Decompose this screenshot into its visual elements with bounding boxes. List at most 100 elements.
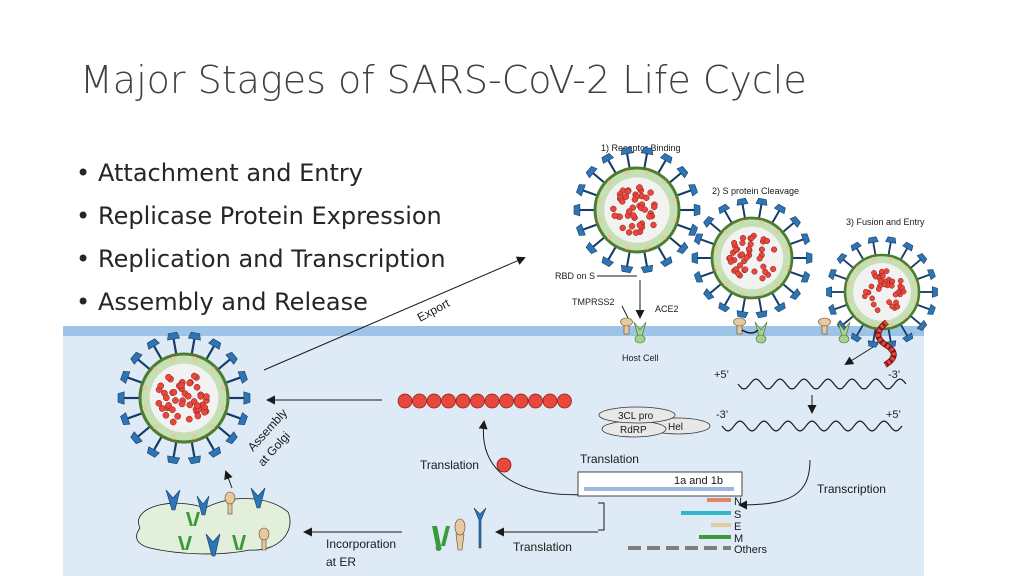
spike-head xyxy=(130,351,143,365)
spike-stalk xyxy=(205,435,215,451)
genome-bead xyxy=(630,212,637,219)
spike-stalk xyxy=(216,425,231,438)
spike-head xyxy=(789,216,801,228)
host-cell-label: Host Cell xyxy=(622,353,659,363)
genome-bead xyxy=(762,268,769,275)
envelope-protein xyxy=(740,291,745,296)
spike-stalk xyxy=(834,273,848,281)
genome-bead xyxy=(894,303,901,310)
spike-head xyxy=(120,412,131,425)
spike-head xyxy=(243,391,251,405)
step-s-cleavage: 2) S protein Cleavage xyxy=(712,186,799,196)
genome-bead xyxy=(646,213,653,220)
genomic-rna-positive xyxy=(737,378,907,390)
envelope-protein xyxy=(220,406,226,411)
spike-head xyxy=(755,197,768,206)
ace2-receptor-3 xyxy=(837,321,851,344)
spike-head xyxy=(659,153,673,164)
envelope-protein xyxy=(644,170,650,175)
spike-stalk xyxy=(887,242,892,256)
gene-n-bar xyxy=(707,498,731,502)
spike-stalk xyxy=(842,315,855,326)
spike-stalk xyxy=(856,323,865,337)
gene-s-label: S xyxy=(734,509,741,521)
transcription-label: Transcription xyxy=(817,482,886,496)
structural-proteins xyxy=(432,507,487,551)
spike-head xyxy=(659,256,673,267)
spike-stalk xyxy=(172,338,178,355)
translation-arrow xyxy=(478,420,597,496)
genome-bead xyxy=(641,206,648,213)
spike-head xyxy=(601,153,615,164)
spike-head xyxy=(573,203,581,217)
spike-head xyxy=(208,338,222,350)
gene-e-bar xyxy=(711,523,731,527)
hel-label: Hel xyxy=(668,422,683,433)
spike-head xyxy=(640,146,654,156)
spike-head xyxy=(117,391,125,405)
genome-bead xyxy=(900,288,907,295)
arrows xyxy=(224,256,879,537)
s-protein-icon xyxy=(473,507,487,549)
genome-bead xyxy=(868,283,875,290)
genome-bead xyxy=(191,372,198,380)
spike-head xyxy=(146,446,160,458)
genome-bead xyxy=(886,299,892,305)
genome-bead xyxy=(756,255,763,262)
genome-bead xyxy=(888,282,895,289)
genome-bead xyxy=(763,237,771,244)
genome-bead xyxy=(874,307,881,313)
spike-stalk xyxy=(216,358,231,371)
genome-bead xyxy=(158,405,166,412)
spike-stalk xyxy=(709,282,723,294)
spike-stalk xyxy=(771,210,781,224)
genome-bead xyxy=(170,388,178,396)
genome-bead xyxy=(157,382,165,390)
spike-head xyxy=(800,233,811,246)
genome-bead xyxy=(632,229,640,236)
spike-head xyxy=(916,253,928,265)
envelope-protein xyxy=(192,356,197,362)
envelope-protein xyxy=(192,434,197,440)
spike-stalk xyxy=(127,412,144,420)
polyprotein-bead xyxy=(426,393,442,409)
spike-stalk xyxy=(626,251,631,267)
plus5-top-label: +5’ xyxy=(714,369,729,381)
spike-head xyxy=(718,203,731,215)
genome-bead xyxy=(889,303,896,310)
genome-bead xyxy=(739,239,746,246)
spike-stalk xyxy=(834,303,848,311)
virion-assembled xyxy=(117,331,251,465)
spike-head xyxy=(736,197,749,206)
spike-stalk xyxy=(771,292,781,306)
genome-bead xyxy=(610,205,617,213)
spike-head xyxy=(620,146,634,156)
polyprotein-bead xyxy=(513,393,529,409)
minus3-mid-label: -3’ xyxy=(716,409,728,421)
spike-head xyxy=(927,269,936,281)
envelope-protein xyxy=(210,424,216,430)
orf-1ab-label: 1a and 1b xyxy=(674,475,723,487)
plus5-mid-label: +5’ xyxy=(886,409,901,421)
rbd-label: RBD on S xyxy=(555,271,595,281)
spike-stalk xyxy=(781,222,795,234)
spike-head xyxy=(773,301,786,313)
spike-head xyxy=(585,165,598,179)
spike-head xyxy=(187,331,201,341)
polyprotein-bead xyxy=(412,393,427,409)
envelope-protein xyxy=(624,245,630,250)
spike-stalk xyxy=(872,328,877,342)
step-fusion-entry: 3) Fusion and Entry xyxy=(846,217,925,227)
genome-bead xyxy=(203,393,210,400)
genome-bead xyxy=(636,222,644,229)
genome-bead xyxy=(743,254,750,261)
genome-bead xyxy=(201,408,208,416)
genome-bead xyxy=(892,291,899,298)
spike-stalk xyxy=(856,247,865,261)
cleavage-scissor-icon xyxy=(741,329,759,334)
spike-stalk xyxy=(676,189,692,197)
polyprotein-bead xyxy=(455,393,471,409)
spike-head xyxy=(850,241,862,252)
genome-bead xyxy=(194,402,201,409)
